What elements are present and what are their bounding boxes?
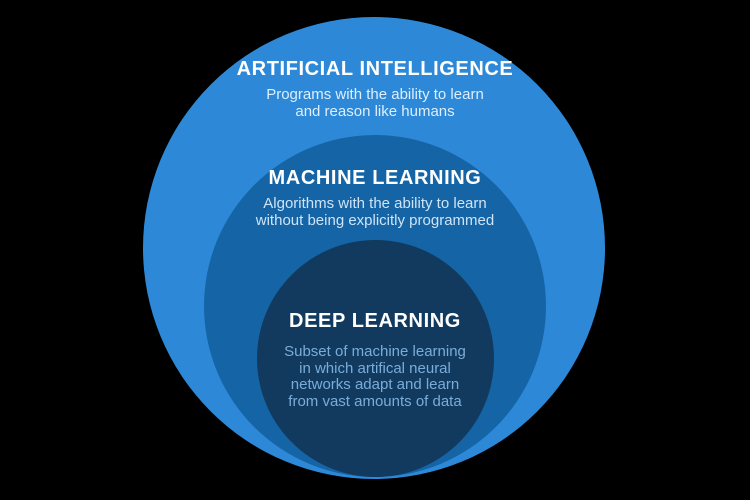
deep-learning-description: Subset of machine learning in which arti…: [284, 343, 466, 410]
artificial-intelligence-title: ARTIFICIAL INTELLIGENCE: [236, 58, 514, 80]
deep-learning-label: DEEP LEARNING Subset of machine learning…: [0, 310, 750, 410]
deep-learning-title: DEEP LEARNING: [289, 310, 461, 332]
artificial-intelligence-description: Programs with the ability to learn and r…: [266, 86, 484, 120]
machine-learning-description: Algorithms with the ability to learn wit…: [255, 195, 495, 229]
machine-learning-label: MACHINE LEARNING Algorithms with the abi…: [0, 167, 750, 229]
machine-learning-title: MACHINE LEARNING: [268, 167, 482, 189]
artificial-intelligence-label: ARTIFICIAL INTELLIGENCE Programs with th…: [0, 58, 750, 120]
deep-learning-circle: [257, 240, 494, 477]
